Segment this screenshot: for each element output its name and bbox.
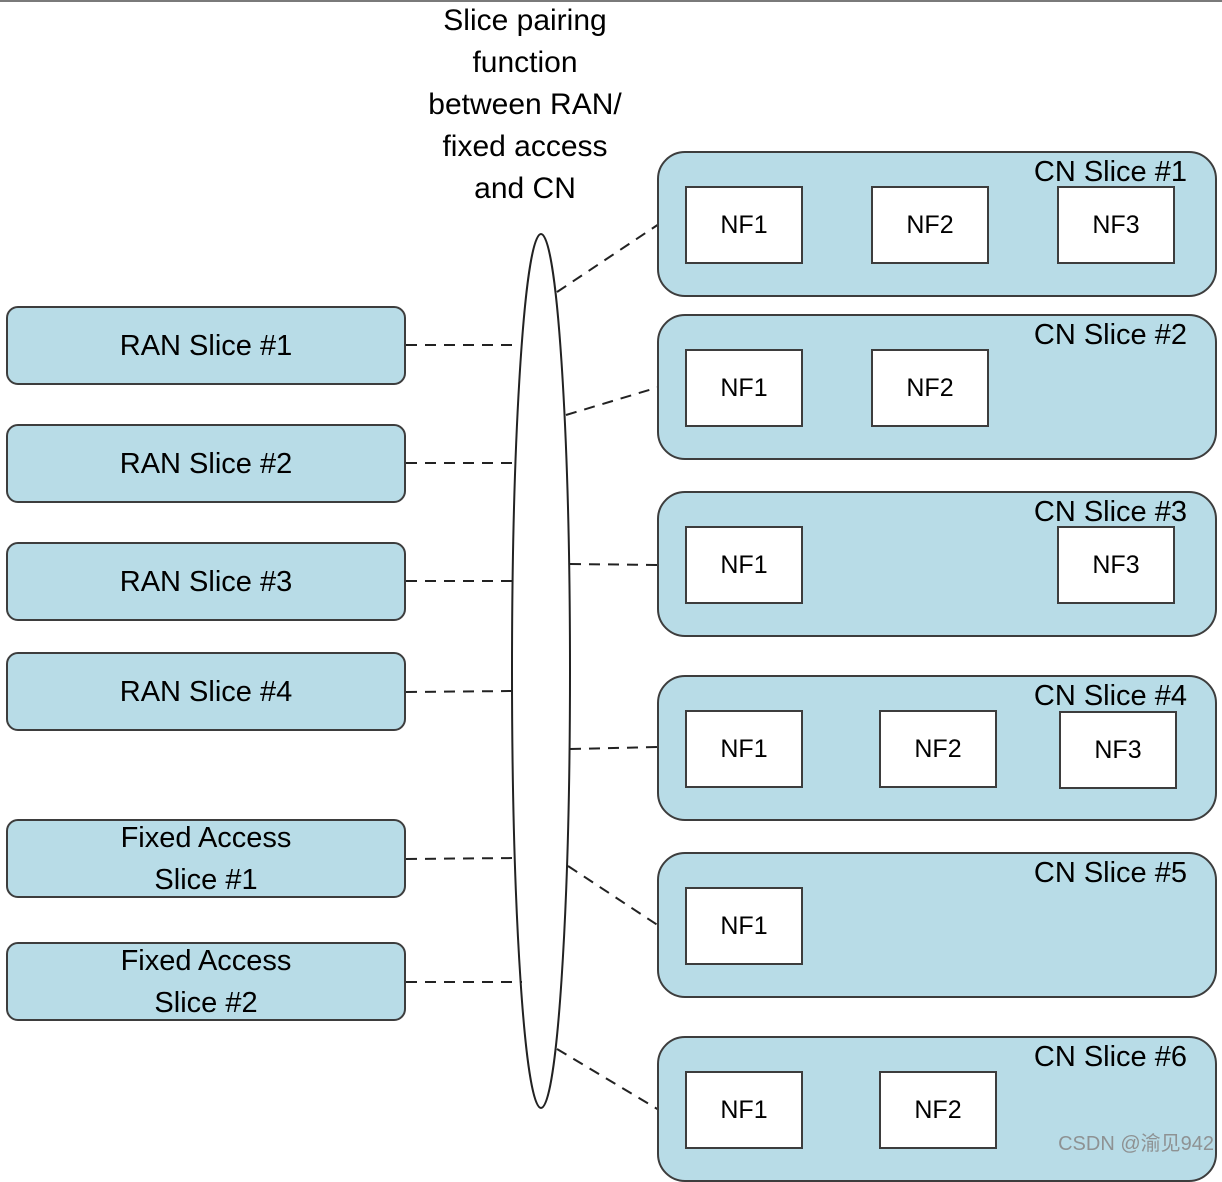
cn-slice-3: CN Slice #3 NF1 NF3	[657, 491, 1217, 637]
nf-box: NF1	[685, 710, 803, 788]
cn-slice-2: CN Slice #2 NF1 NF2	[657, 314, 1217, 460]
link-fixed-access-slice-1	[405, 857, 517, 860]
nf-box: NF1	[685, 349, 803, 427]
nf-box: NF2	[879, 1071, 997, 1149]
top-border	[0, 0, 1222, 2]
link-cn-slice-5	[567, 865, 660, 927]
cn-slice-6: CN Slice #6 NF1 NF2	[657, 1036, 1217, 1182]
nf-box: NF3	[1057, 186, 1175, 264]
nf-box: NF3	[1057, 526, 1175, 604]
cn-slice-5: CN Slice #5 NF1	[657, 852, 1217, 998]
watermark: CSDN @渝见942	[1058, 1133, 1214, 1155]
link-cn-slice-3	[569, 563, 660, 566]
title-line: function	[472, 46, 578, 79]
title-line: between RAN/	[428, 88, 622, 121]
cn-slice-label: CN Slice #4	[1033, 680, 1187, 712]
title-line: Slice pairing	[443, 4, 607, 37]
slice-pairing-function-ellipse	[511, 233, 571, 1109]
ran-slice-3: RAN Slice #3	[6, 542, 406, 621]
nf-box: NF3	[1059, 711, 1177, 789]
ran-slice-2: RAN Slice #2	[6, 424, 406, 503]
nf-box: NF2	[871, 186, 989, 264]
slice-label: RAN Slice #2	[119, 447, 293, 480]
nf-box: NF1	[685, 186, 803, 264]
cn-slice-label: CN Slice #2	[1033, 319, 1187, 351]
link-cn-slice-1	[556, 223, 660, 293]
fixed-access-slice-1: Fixed Access Slice #1	[6, 819, 406, 898]
cn-slice-label: CN Slice #5	[1033, 857, 1187, 889]
slice-label: Slice #2	[154, 986, 258, 1019]
nf-box: NF2	[879, 710, 997, 788]
title-line: fixed access	[442, 130, 608, 163]
title-line: and CN	[474, 172, 576, 205]
fixed-access-slice-2: Fixed Access Slice #2	[6, 942, 406, 1021]
cn-slice-4: CN Slice #4 NF1 NF2 NF3	[657, 675, 1217, 821]
nf-box: NF1	[685, 526, 803, 604]
nf-box: NF2	[871, 349, 989, 427]
slice-label: RAN Slice #3	[119, 565, 293, 598]
ran-slice-4: RAN Slice #4	[6, 652, 406, 731]
cn-slice-label: CN Slice #6	[1033, 1041, 1187, 1073]
slice-label: Slice #1	[154, 863, 258, 896]
ran-slice-1: RAN Slice #1	[6, 306, 406, 385]
link-cn-slice-4	[569, 746, 660, 750]
link-cn-slice-2	[565, 386, 660, 416]
cn-slice-label: CN Slice #3	[1033, 496, 1187, 528]
slice-pairing-function-title: Slice pairing function between RAN/ fixe…	[400, 0, 650, 210]
cn-slice-1: CN Slice #1 NF1 NF2 NF3	[657, 151, 1217, 297]
slice-label: RAN Slice #4	[119, 675, 293, 708]
nf-box: NF1	[685, 887, 803, 965]
link-ran-slice-4	[405, 690, 515, 693]
slice-label: RAN Slice #1	[119, 329, 293, 362]
cn-slice-label: CN Slice #1	[1033, 156, 1187, 188]
nf-box: NF1	[685, 1071, 803, 1149]
slice-label: Fixed Access	[120, 821, 292, 854]
slice-label: Fixed Access	[120, 944, 292, 977]
link-cn-slice-6	[556, 1048, 660, 1111]
